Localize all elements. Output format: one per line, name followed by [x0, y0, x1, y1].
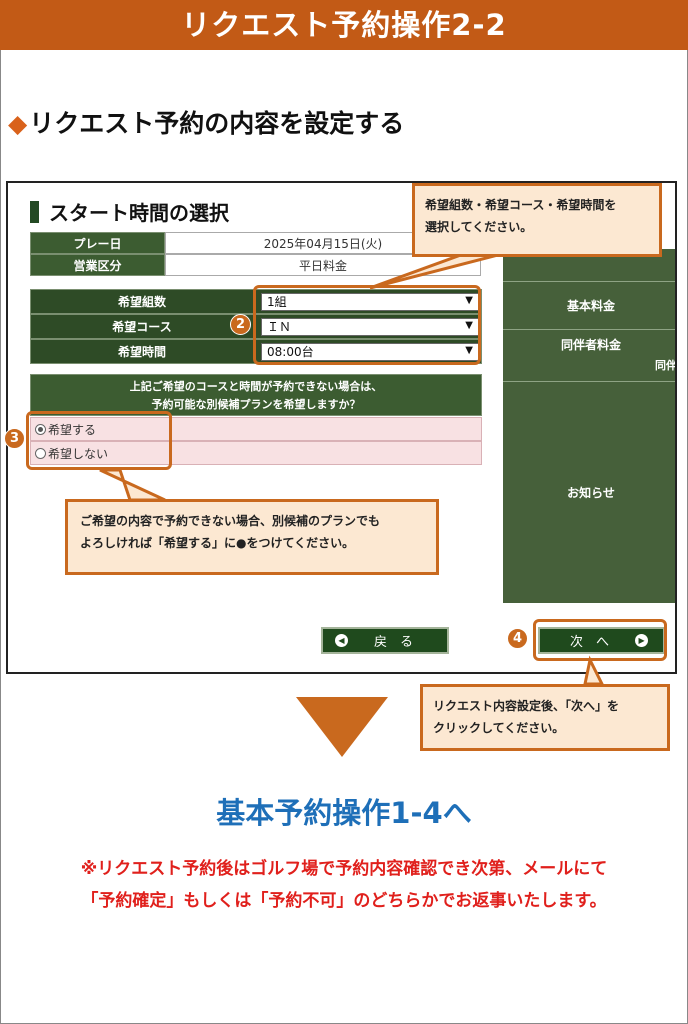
radio-yes[interactable]: [35, 423, 46, 435]
radio-highlight: [26, 411, 172, 470]
step-badge-2: 2: [230, 314, 251, 335]
alternative-plan-question: 上記ご希望のコースと時間が予約できない場合は、 予約可能な別候補プランを希望しま…: [30, 374, 482, 416]
business-type-value: 平日料金: [165, 254, 481, 276]
course-label: 希望コース: [112, 320, 172, 334]
down-arrow-icon: [296, 697, 388, 757]
group-count-select[interactable]: 1組 ▼: [261, 292, 479, 311]
screenshot-panel: スタート時間の選択 プレー日 2025年04月15日(火) 営業区分 平日料金 …: [6, 181, 677, 674]
option-yes-row[interactable]: 希望する: [30, 417, 482, 441]
notice-label: お知らせ: [503, 381, 675, 603]
step-badge-3: 3: [4, 428, 25, 449]
play-date-row: プレー日 2025年04月15日(火): [30, 232, 481, 254]
start-time-title-text: スタート時間の選択: [49, 201, 229, 225]
diamond-icon: ◆: [8, 109, 28, 138]
callout-4-line-2: クリックしてください。: [433, 721, 565, 735]
option-yes-label: 希望する: [48, 422, 97, 437]
chevron-down-icon: ▼: [465, 344, 473, 356]
companion-fee-label: 同伴者料金: [560, 338, 621, 352]
callout-1-line-1: 希望組数・希望コース・希望時間を: [425, 198, 617, 212]
group-count-label: 希望組数: [117, 295, 166, 309]
callout-3-tail: [99, 468, 166, 502]
option-no-row[interactable]: 希望しない: [30, 441, 482, 465]
note-line-2: 「予約確定」もしくは「予約不可」のどちらかでお返事いたします。: [81, 891, 607, 911]
section-heading-text: リクエスト予約の内容を設定する: [29, 109, 405, 138]
time-select[interactable]: 08:00台 ▼: [261, 342, 479, 361]
callout-3-line-1: ご希望の内容で予約できない場合、別候補のプランでも: [80, 514, 381, 528]
play-date-value: 2025年04月15日(火): [165, 232, 481, 254]
selects-highlight: [253, 285, 481, 365]
arrow-left-circle-icon: ◀: [335, 634, 348, 647]
question-line-1: 上記ご希望のコースと時間が予約できない場合は、: [129, 380, 383, 393]
section-heading: ◆リクエスト予約の内容を設定する: [8, 104, 404, 140]
course-select[interactable]: ＩＮ ▼: [261, 317, 479, 336]
callout-4-tail: [583, 655, 605, 686]
callout-3-line-2: よろしければ「希望する」に●をつけてください。: [80, 536, 355, 550]
option-no-label: 希望しない: [48, 446, 109, 461]
callout-3: ご希望の内容で予約できない場合、別候補のプランでも よろしければ「希望する」に●…: [65, 499, 439, 575]
arrow-right-circle-icon: ▶: [635, 634, 649, 647]
business-type-label: 営業区分: [30, 254, 165, 276]
next-step-heading: 基本予約操作1-4へ: [216, 796, 472, 830]
time-label: 希望時間: [117, 345, 166, 359]
note-line-1: ※リクエスト予約後はゴルフ場で予約内容確認でき次第、メールにて: [80, 859, 608, 879]
group-count-row: 希望組数 1組 ▼: [30, 289, 482, 314]
callout-1-line-2: 選択してください。: [425, 220, 533, 234]
callout-1: 希望組数・希望コース・希望時間を 選択してください。: [412, 183, 662, 257]
course-row: 希望コース ＩＮ ▼: [30, 314, 482, 339]
callout-4: リクエスト内容設定後、「次へ」を クリックしてください。: [420, 684, 670, 751]
time-value: 08:00台: [267, 345, 314, 359]
chevron-down-icon: ▼: [465, 294, 473, 306]
business-type-row: 営業区分 平日料金: [30, 254, 481, 276]
back-button[interactable]: ◀ 戻 る: [321, 627, 449, 654]
companion-fee-cut-label: 同伴: [655, 359, 677, 372]
step-badge-4: 4: [507, 628, 528, 649]
base-fee-label: 基本料金: [503, 281, 675, 329]
chevron-down-icon: ▼: [465, 319, 473, 331]
back-button-label: 戻 る: [374, 635, 414, 650]
radio-no[interactable]: [35, 447, 46, 459]
play-date-label: プレー日: [30, 232, 165, 254]
start-time-title: スタート時間の選択: [30, 197, 229, 226]
question-line-2: 予約可能な別候補プランを希望しますか？: [151, 398, 361, 411]
callout-4-line-1: リクエスト内容設定後、「次へ」を: [433, 699, 620, 713]
side-panel: 基本料金 同伴者料金 同伴 お知らせ: [503, 249, 677, 603]
group-count-value: 1組: [267, 295, 287, 309]
next-button-highlight: [533, 619, 667, 661]
course-value: ＩＮ: [267, 320, 292, 334]
next-button-label: 次 へ: [570, 635, 610, 650]
next-button[interactable]: 次 へ ▶: [538, 627, 665, 654]
page-banner-title: リクエスト予約操作2-2: [0, 0, 688, 50]
title-bar-marker: [30, 201, 39, 223]
companion-fee-block: 同伴者料金 同伴: [503, 329, 677, 381]
